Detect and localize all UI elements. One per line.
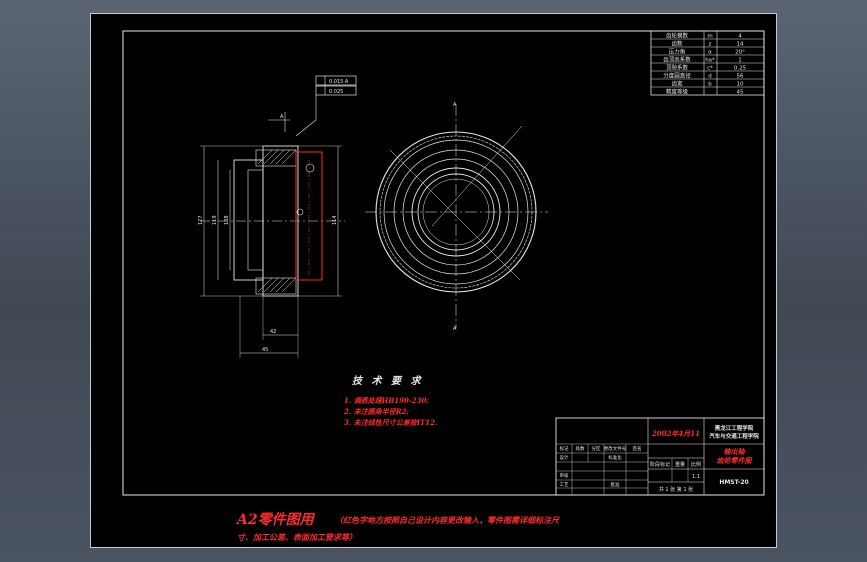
- param-symbol: α: [708, 50, 712, 56]
- dim-diameter-114: 114: [332, 215, 338, 225]
- section-label-a-bottom: A: [453, 326, 457, 332]
- dim-bottom-1: 42: [270, 329, 276, 335]
- part-name-2: 齿轮零件图: [717, 456, 754, 465]
- dim-bottom-2: 45: [262, 347, 268, 353]
- end-view: [365, 104, 548, 328]
- param-value: 45: [737, 90, 744, 96]
- sheet-info: 共 1 张 第 1 张: [659, 486, 693, 493]
- scale-value: 1:1: [692, 474, 700, 480]
- inner-frame: [122, 30, 765, 496]
- param-name: 齿数: [671, 40, 683, 48]
- caption-big: A2零件图用: [235, 511, 316, 528]
- tech-req-item-1: 1. 调质处理HB190-230;: [344, 396, 429, 405]
- tb-count: 处数: [576, 445, 585, 452]
- param-value: 14: [737, 42, 744, 48]
- param-name: 分度圆直径: [663, 72, 691, 80]
- tb-standard: 标准化: [608, 454, 622, 461]
- title-block: [555, 417, 765, 496]
- dim-diameter-127: 127: [198, 215, 204, 225]
- weight-label: 重量: [675, 461, 685, 468]
- part-name-1: 输出轴: [724, 447, 746, 456]
- param-value: 1: [738, 58, 742, 64]
- scale-label: 比例: [691, 461, 701, 468]
- param-value: 4: [738, 34, 742, 40]
- param-name: 齿轮模数: [666, 32, 689, 40]
- param-symbol: m: [707, 34, 712, 40]
- param-name: 齿宽: [671, 80, 683, 88]
- tech-req-item-3: 3. 未注线性尺寸公差按IT12.: [344, 418, 437, 427]
- param-value: 56: [737, 74, 744, 80]
- param-symbol: ha*: [705, 58, 715, 64]
- caption-line-2: 寸、加工公差、表面加工要求等）: [237, 532, 357, 542]
- param-symbol: c*: [707, 66, 713, 72]
- stage-label: 阶段标记: [650, 461, 670, 468]
- tolerance-value-1: 0.015 A: [329, 79, 349, 85]
- tb-change-doc: 更改文件号: [604, 445, 627, 452]
- tb-check: 审核: [560, 472, 569, 479]
- tb-signature: 签名: [633, 445, 642, 452]
- section-label-a-top: A: [453, 102, 457, 108]
- param-value: 0.25: [734, 66, 747, 72]
- param-name: 压力角: [669, 48, 686, 56]
- caption-line-1: （红色字地方按照自己设计内容更改输入，零件图需详细标注尺: [335, 515, 560, 525]
- datum-label: A: [280, 114, 284, 120]
- param-name: 顶隙系数: [666, 64, 689, 72]
- tb-craft: 工艺: [560, 482, 569, 488]
- param-symbol: z: [709, 42, 712, 48]
- drawing-number: HMST-20: [719, 479, 748, 486]
- param-value: 20°: [735, 50, 745, 56]
- school-name: 黑龙江工程学院: [715, 424, 754, 432]
- tb-design: 设计: [560, 454, 569, 461]
- tech-req-title: 技 术 要 求: [352, 375, 423, 387]
- param-symbol: d: [708, 74, 712, 80]
- parameter-table: 齿轮模数 m 4 齿数 z 14 压力角 α 20° 齿顶高系数 ha* 1 顶…: [650, 30, 765, 96]
- title-date: 2002年4月11: [651, 429, 700, 438]
- param-symbol: b: [708, 82, 712, 88]
- tb-zone: 分区: [592, 445, 601, 452]
- tb-approve: 批准: [611, 481, 620, 488]
- tb-mark: 标记: [560, 445, 569, 452]
- dim-diameter-108: 108: [224, 215, 230, 225]
- tech-req-item-2: 2. 未注圆角半径R2;: [343, 407, 409, 416]
- param-name: 齿顶高系数: [663, 56, 691, 64]
- section-view: [200, 75, 357, 358]
- tolerance-value-2: 0.025: [329, 89, 343, 95]
- param-value: 10: [737, 82, 744, 88]
- param-name: 精度等级: [666, 88, 689, 96]
- school-dept: 汽车与交通工程学院: [709, 432, 759, 440]
- dim-diameter-119: 119: [212, 215, 218, 225]
